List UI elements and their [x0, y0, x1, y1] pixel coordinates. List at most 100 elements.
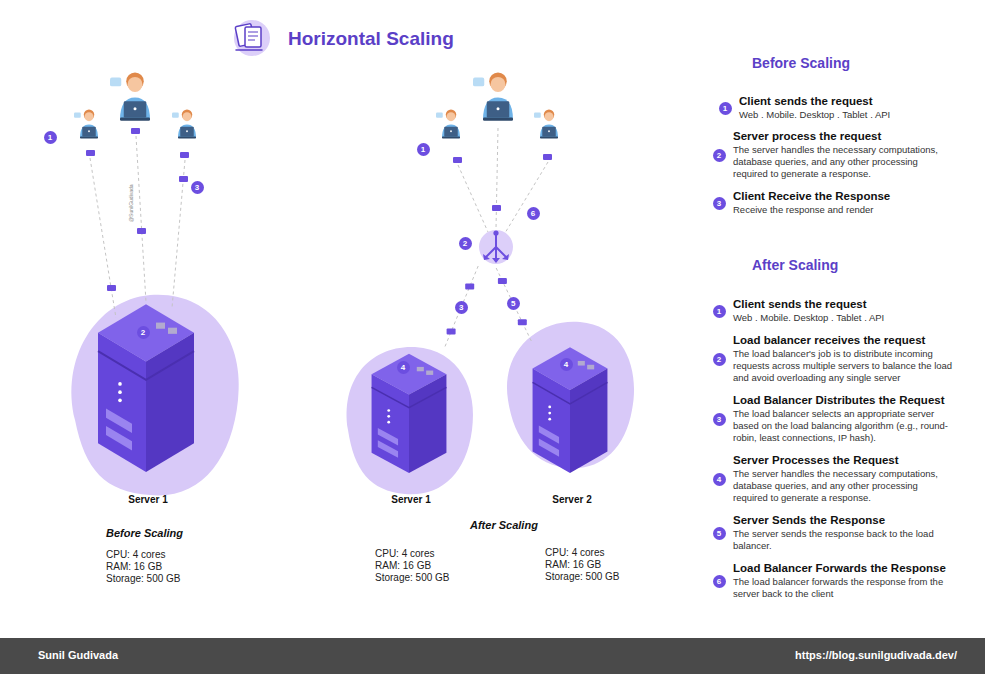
status-mark — [417, 367, 424, 371]
callout-number: 5 — [713, 527, 726, 540]
server-led — [118, 390, 122, 394]
server-led — [387, 415, 390, 418]
connector — [444, 266, 478, 348]
server-led — [548, 406, 551, 409]
arrow-tip — [502, 254, 509, 260]
node-label: Server 1 — [370, 494, 452, 505]
request-line — [505, 162, 548, 233]
lb-dot — [493, 230, 498, 235]
drive-slot — [378, 440, 398, 457]
server-blob — [347, 347, 473, 494]
client-icon — [473, 73, 513, 121]
packet — [131, 128, 140, 134]
client-icon — [534, 110, 558, 139]
callout-number: 2 — [459, 237, 472, 250]
server-node: 4Server 2 — [531, 341, 613, 510]
callout-number: 2 — [713, 353, 726, 366]
callout-number: 4 — [713, 473, 726, 486]
icon-ground — [479, 230, 513, 264]
status-mark — [156, 323, 165, 329]
drive-slot — [539, 438, 559, 456]
callout-number: 3 — [455, 301, 468, 314]
step-description: Receive the response and render — [733, 204, 955, 216]
server-led — [118, 398, 122, 402]
spec-line: Storage: 500 GB — [375, 572, 450, 583]
server-blob — [72, 295, 239, 496]
server-node: 2Server 1 — [96, 296, 200, 510]
document-lines — [248, 32, 258, 40]
spec-line: RAM: 16 GB — [375, 560, 431, 571]
step-description: The load balancer selects an appropriate… — [733, 408, 955, 444]
server-led — [387, 409, 390, 412]
request-line — [172, 160, 185, 308]
callout-number: 2 — [713, 149, 726, 162]
server-led — [118, 382, 122, 386]
step-description: The server handles the necessary computa… — [733, 144, 955, 180]
request-line — [136, 136, 146, 302]
callout-number: 1 — [719, 102, 732, 115]
callout-number: 4 — [560, 358, 573, 371]
server-led — [548, 418, 551, 421]
section-caption: Before Scaling — [106, 527, 183, 539]
packet — [492, 205, 501, 211]
step-heading: Server Sends the Response — [733, 514, 973, 527]
step-heading: Client Receive the Response — [733, 190, 973, 203]
server-right-face — [570, 369, 607, 473]
section-caption: After Scaling — [470, 519, 538, 531]
footer-bar — [0, 638, 985, 674]
arrow-tip — [483, 254, 490, 260]
packet — [453, 157, 462, 163]
packet — [86, 150, 95, 156]
server-left-face — [533, 369, 570, 473]
spec-line: RAM: 16 GB — [106, 561, 162, 572]
client-icon — [74, 110, 98, 139]
callout-number: 1 — [44, 131, 57, 144]
client-icon — [436, 110, 460, 139]
callout-number: 1 — [713, 305, 726, 318]
packet — [179, 176, 188, 182]
callout-number: 3 — [713, 413, 726, 426]
client-icon — [172, 110, 196, 139]
lb-arrows — [486, 235, 506, 260]
watermark: @SunilGudivada — [128, 184, 134, 222]
server-seam — [372, 387, 447, 407]
request-line — [458, 165, 488, 232]
request-line — [496, 128, 498, 229]
spec-line: CPU: 4 cores — [545, 547, 604, 558]
spec-line: CPU: 4 cores — [106, 549, 165, 560]
step-heading: Load Balancer Distributes the Request — [733, 394, 973, 407]
server-left-face — [98, 333, 146, 472]
server-led — [548, 412, 551, 415]
step-description: The load balancer forwards the response … — [733, 576, 955, 600]
load-balancer-icon — [476, 227, 516, 267]
server-right-face — [146, 333, 194, 472]
step-heading: Load balancer receives the request — [733, 334, 973, 347]
step-description: The load balancer's job is to distribute… — [733, 348, 955, 384]
arrow-tip — [492, 258, 500, 263]
packet — [137, 228, 146, 234]
client-icon — [110, 73, 150, 121]
section-heading: After Scaling — [752, 257, 838, 273]
server-node: 4Server 1 — [370, 348, 452, 510]
step-heading: Client sends the request — [739, 95, 979, 108]
diagram-title: Horizontal Scaling — [288, 28, 454, 50]
server-led — [387, 421, 390, 424]
callout-number: 6 — [713, 575, 726, 588]
packet — [543, 154, 552, 160]
server-seam — [98, 351, 194, 380]
callout-number: 6 — [527, 207, 540, 220]
step-description: The server sends the response back to th… — [733, 528, 955, 552]
section-heading: Before Scaling — [752, 55, 850, 71]
spec-line: RAM: 16 GB — [545, 559, 601, 570]
drive-slot — [106, 426, 132, 451]
load-balancer: 2 — [458, 228, 514, 266]
spec-line: Storage: 500 GB — [106, 573, 181, 584]
spec-line: CPU: 4 cores — [375, 548, 434, 559]
node-label: Server 1 — [96, 494, 200, 505]
packet — [180, 152, 189, 158]
callout-number: 3 — [191, 181, 204, 194]
footer-author: Sunil Gudivada — [38, 649, 118, 661]
packet — [465, 284, 474, 290]
server-left-face — [372, 374, 409, 473]
node-label: Server 2 — [531, 494, 613, 505]
